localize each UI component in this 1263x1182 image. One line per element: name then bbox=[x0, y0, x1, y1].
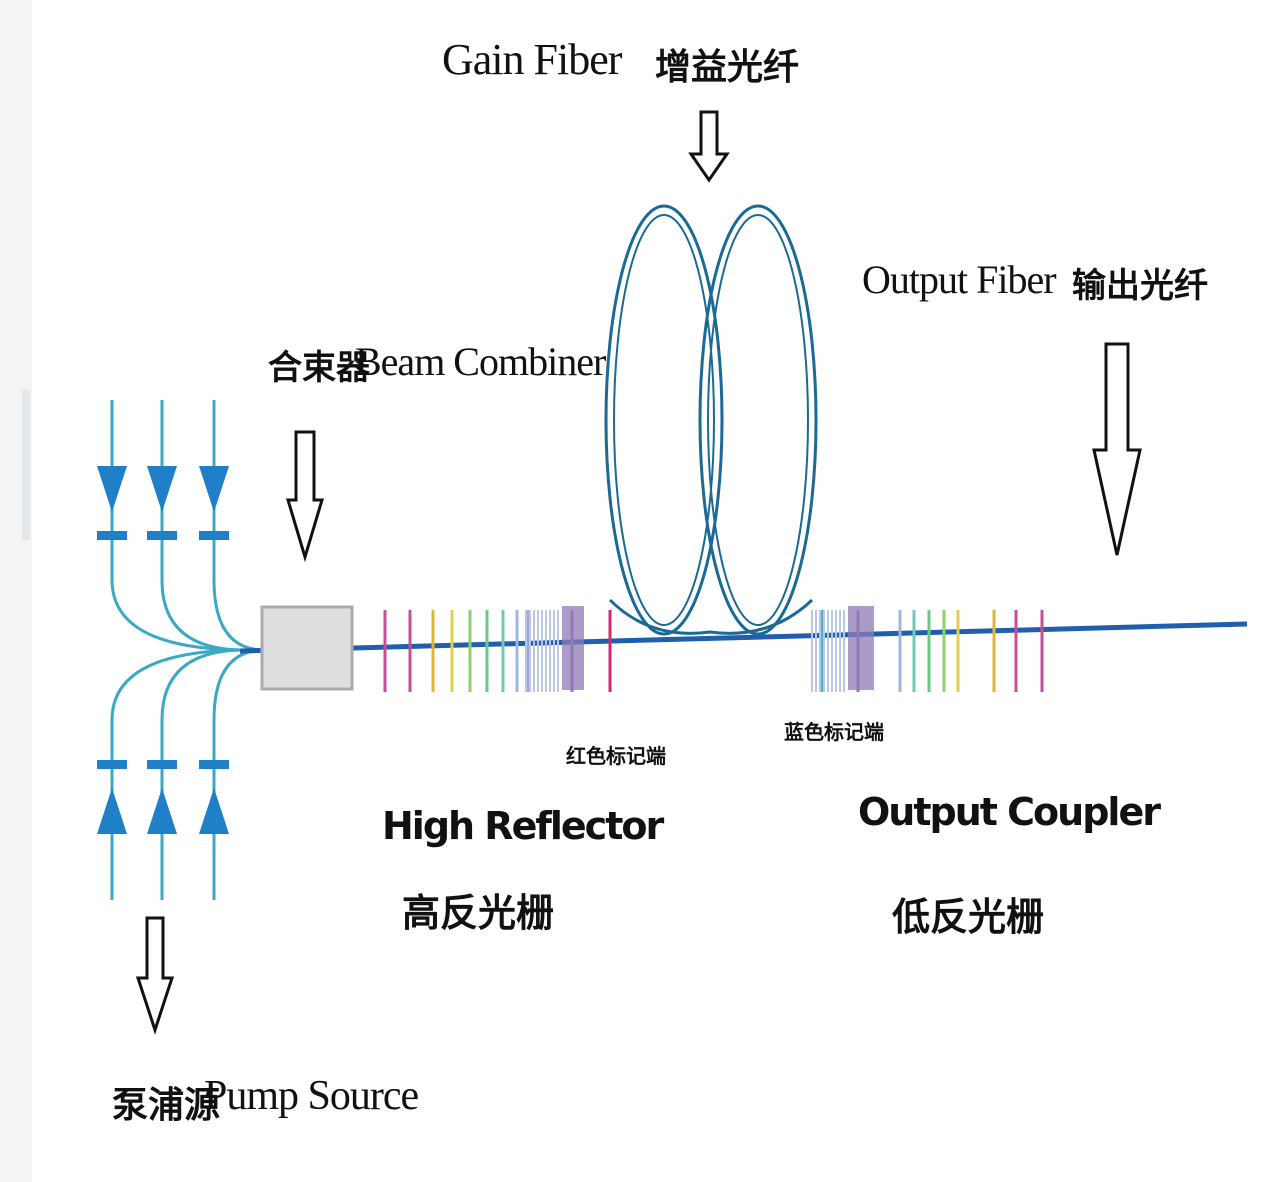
high-reflector-label-zh: 高反光栅 bbox=[402, 891, 555, 935]
high-reflector-gratings bbox=[383, 606, 612, 692]
pump-diodes-top bbox=[97, 466, 229, 540]
pump-fiber-bottom-2 bbox=[160, 648, 241, 900]
pump-fiber-bottom-1 bbox=[110, 648, 241, 900]
left-edge-mark bbox=[22, 390, 30, 540]
output-coupler-label: Output Coupler bbox=[858, 790, 1161, 834]
pointer-arrows bbox=[135, 110, 1142, 1035]
high-reflector-label: High Reflector bbox=[382, 804, 664, 848]
pump-diode-bottom-1 bbox=[97, 788, 127, 834]
pump-fiber-top-1 bbox=[110, 400, 241, 652]
arrow-gain-fiber bbox=[688, 110, 730, 183]
blue-marker-label: 蓝色标记端 bbox=[784, 720, 884, 744]
red-marker-label: 红色标记端 bbox=[566, 744, 666, 768]
hr-grating-dense-section bbox=[562, 606, 584, 690]
gain-fiber-loop bbox=[604, 204, 818, 636]
pump-diode-top-2 bbox=[147, 466, 177, 512]
output-fiber-label-zh: 输出光纤 bbox=[1072, 266, 1208, 306]
gain-fiber-label-zh: 增益光纤 bbox=[655, 47, 800, 88]
pump-diode-top-1 bbox=[97, 466, 127, 512]
pump-diode-bottom-3 bbox=[199, 788, 229, 834]
output-fiber-label: Output Fiber bbox=[862, 257, 1057, 302]
output-coupler-gratings bbox=[811, 606, 1044, 692]
pump-source-label-zh: 泵浦源 bbox=[112, 1085, 221, 1126]
arrow-pump-source bbox=[135, 916, 175, 1035]
pump-diodes-bottom bbox=[97, 760, 229, 834]
gain-fiber-label: Gain Fiber bbox=[442, 35, 622, 84]
arrow-beam-combiner bbox=[285, 430, 325, 563]
beam-combiner-box bbox=[260, 605, 354, 691]
beam-combiner-label: Beam Combiner bbox=[355, 339, 606, 384]
pump-diode-bottom-2 bbox=[147, 788, 177, 834]
output-coupler-label-zh: 低反光栅 bbox=[892, 895, 1045, 939]
pump-fiber-bottom-3 bbox=[212, 648, 263, 900]
beam-combiner-label-zh: 合束器 bbox=[268, 348, 370, 388]
pump-source-label: Pump Source bbox=[204, 1073, 419, 1119]
pump-fiber-top-3 bbox=[212, 400, 263, 652]
left-edge-strip bbox=[0, 0, 32, 1182]
pump-fiber-top-2 bbox=[160, 400, 241, 652]
arrow-output-fiber bbox=[1092, 342, 1142, 556]
pump-fibers bbox=[110, 400, 263, 900]
oc-grating-dense-section bbox=[848, 606, 874, 690]
pump-diode-top-3 bbox=[199, 466, 229, 512]
main-fiber bbox=[239, 621, 1248, 654]
